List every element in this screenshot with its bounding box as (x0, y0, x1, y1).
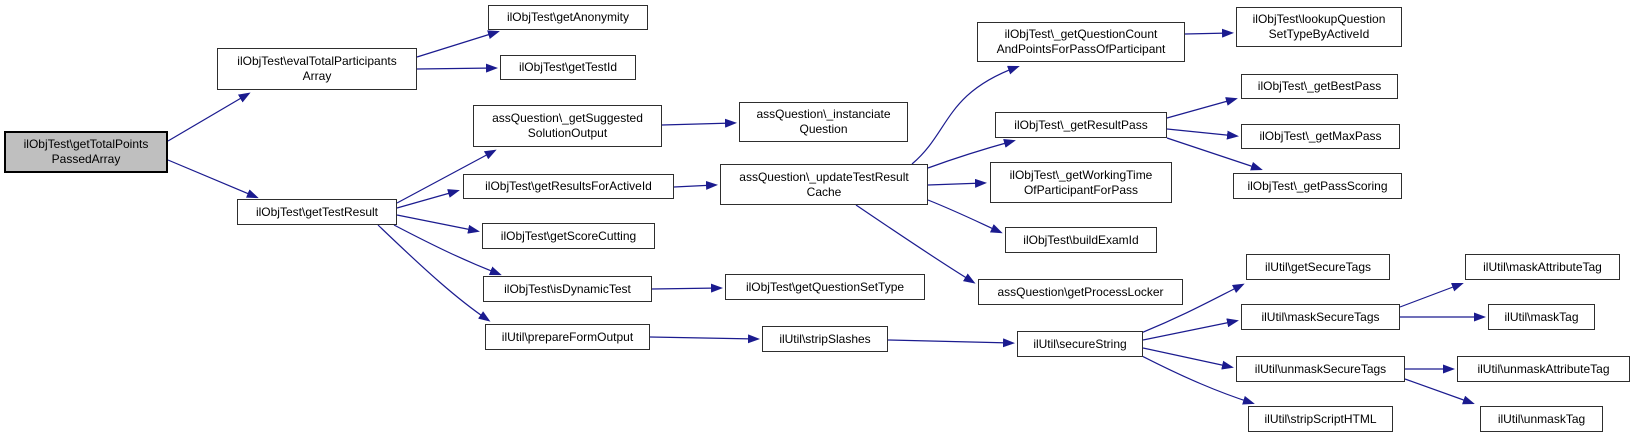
edge-secureString-getSecureTags (1140, 283, 1245, 334)
node-_updateTestResultCache[interactable]: assQuestion\_updateTestResult Cache (720, 164, 928, 205)
edge-_getResultPass-_getBestPass (1166, 97, 1238, 119)
edge-stripSlashes-secureString (887, 338, 1015, 348)
edge-_updateTestResultCache-buildExamId (927, 199, 1003, 234)
edge-_getQuestionCountAndPointsForPassOfParticipant-lookupQuestionSetTypeByActiveId (1184, 28, 1234, 38)
edge-getTestResult-isDynamicTest (393, 224, 502, 276)
node-prepareFormOutput[interactable]: ilUtil\prepareFormOutput (485, 324, 650, 350)
node-getTestResult[interactable]: ilObjTest\getTestResult (237, 199, 397, 225)
edge-secureString-unmaskSecureTags (1142, 347, 1234, 370)
node-_getSuggestedSolutionOutput[interactable]: assQuestion\_getSuggested SolutionOutput (473, 105, 662, 147)
node-isDynamicTest[interactable]: ilObjTest\isDynamicTest (483, 276, 652, 302)
edge-getTotalPointsPassedArray-evalTotalParticipantsArray (167, 92, 251, 142)
node-_instanciateQuestion[interactable]: assQuestion\_instanciate Question (739, 102, 908, 142)
node-getProcessLocker[interactable]: assQuestion\getProcessLocker (978, 279, 1183, 305)
node-_getMaxPass[interactable]: ilObjTest\_getMaxPass (1241, 124, 1400, 149)
edge-maskSecureTags-maskAttributeTag (1399, 282, 1464, 308)
node-getAnonymity[interactable]: ilObjTest\getAnonymity (488, 5, 648, 30)
edge-_updateTestResultCache-_getQuestionCountAndPointsForPassOfParticipant (911, 65, 1020, 165)
node-maskSecureTags[interactable]: ilUtil\maskSecureTags (1241, 304, 1400, 330)
edge-_updateTestResultCache-_getResultPass (927, 139, 1016, 169)
node-getTotalPointsPassedArray[interactable]: ilObjTest\getTotalPoints PassedArray (4, 131, 168, 173)
edge-getTestResult-getResultsForActiveId (396, 189, 460, 209)
edge-evalTotalParticipantsArray-getAnonymity (416, 30, 500, 58)
node-getQuestionSetType[interactable]: ilObjTest\getQuestionSetType (725, 274, 925, 300)
node-lookupQuestionSetTypeByActiveId[interactable]: ilObjTest\lookupQuestion SetTypeByActive… (1236, 7, 1402, 47)
node-unmaskAttributeTag[interactable]: ilUtil\unmaskAttributeTag (1457, 356, 1630, 382)
node-getResultsForActiveId[interactable]: ilObjTest\getResultsForActiveId (463, 174, 674, 199)
edge-unmaskSecureTags-unmaskTag (1404, 378, 1475, 405)
node-unmaskSecureTags[interactable]: ilUtil\unmaskSecureTags (1236, 356, 1405, 382)
node-getSecureTags[interactable]: ilUtil\getSecureTags (1246, 254, 1390, 280)
edge-_updateTestResultCache-getProcessLocker (855, 204, 976, 284)
edge-isDynamicTest-getQuestionSetType (651, 283, 723, 293)
node-evalTotalParticipantsArray[interactable]: ilObjTest\evalTotalParticipants Array (217, 48, 417, 90)
edge-_getSuggestedSolutionOutput-_instanciateQuestion (661, 118, 737, 128)
node-_getBestPass[interactable]: ilObjTest\_getBestPass (1241, 74, 1398, 99)
edge-getTestResult-_getSuggestedSolutionOutput (396, 149, 497, 204)
node-getScoreCutting[interactable]: ilObjTest\getScoreCutting (482, 223, 655, 249)
node-stripScriptHTML[interactable]: ilUtil\stripScriptHTML (1248, 406, 1393, 432)
node-getTestId[interactable]: ilObjTest\getTestId (500, 55, 636, 80)
edge-_updateTestResultCache-_getWorkingTimeOfParticipantForPass (927, 178, 987, 188)
node-_getWorkingTimeOfParticipantForPass[interactable]: ilObjTest\_getWorkingTime OfParticipantF… (990, 162, 1172, 203)
edge-_getResultPass-_getMaxPass (1166, 128, 1239, 140)
edge-getTestResult-getScoreCutting (396, 214, 480, 234)
edge-prepareFormOutput-stripSlashes (649, 334, 760, 344)
node-unmaskTag[interactable]: ilUtil\unmaskTag (1480, 406, 1603, 432)
node-_getResultPass[interactable]: ilObjTest\_getResultPass (995, 112, 1167, 138)
node-maskAttributeTag[interactable]: ilUtil\maskAttributeTag (1465, 254, 1620, 280)
edge-secureString-stripScriptHTML (1139, 354, 1255, 405)
node-secureString[interactable]: ilUtil\secureString (1017, 331, 1143, 357)
edge-getResultsForActiveId-_updateTestResultCache (673, 180, 718, 190)
node-stripSlashes[interactable]: ilUtil\stripSlashes (762, 326, 888, 352)
edge-getTestResult-prepareFormOutput (377, 224, 491, 322)
edge-getTotalPointsPassedArray-getTestResult (167, 159, 259, 199)
edge-secureString-maskSecureTags (1142, 318, 1239, 341)
node-maskTag[interactable]: ilUtil\maskTag (1488, 304, 1595, 330)
edge-_getResultPass-_getPassScoring (1166, 137, 1263, 171)
node-_getPassScoring[interactable]: ilObjTest\_getPassScoring (1233, 173, 1402, 199)
node-_getQuestionCountAndPointsForPassOfParticipant[interactable]: ilObjTest\_getQuestionCount AndPointsFor… (977, 22, 1185, 62)
node-buildExamId[interactable]: ilObjTest\buildExamId (1005, 227, 1157, 253)
edge-evalTotalParticipantsArray-getTestId (416, 63, 498, 73)
